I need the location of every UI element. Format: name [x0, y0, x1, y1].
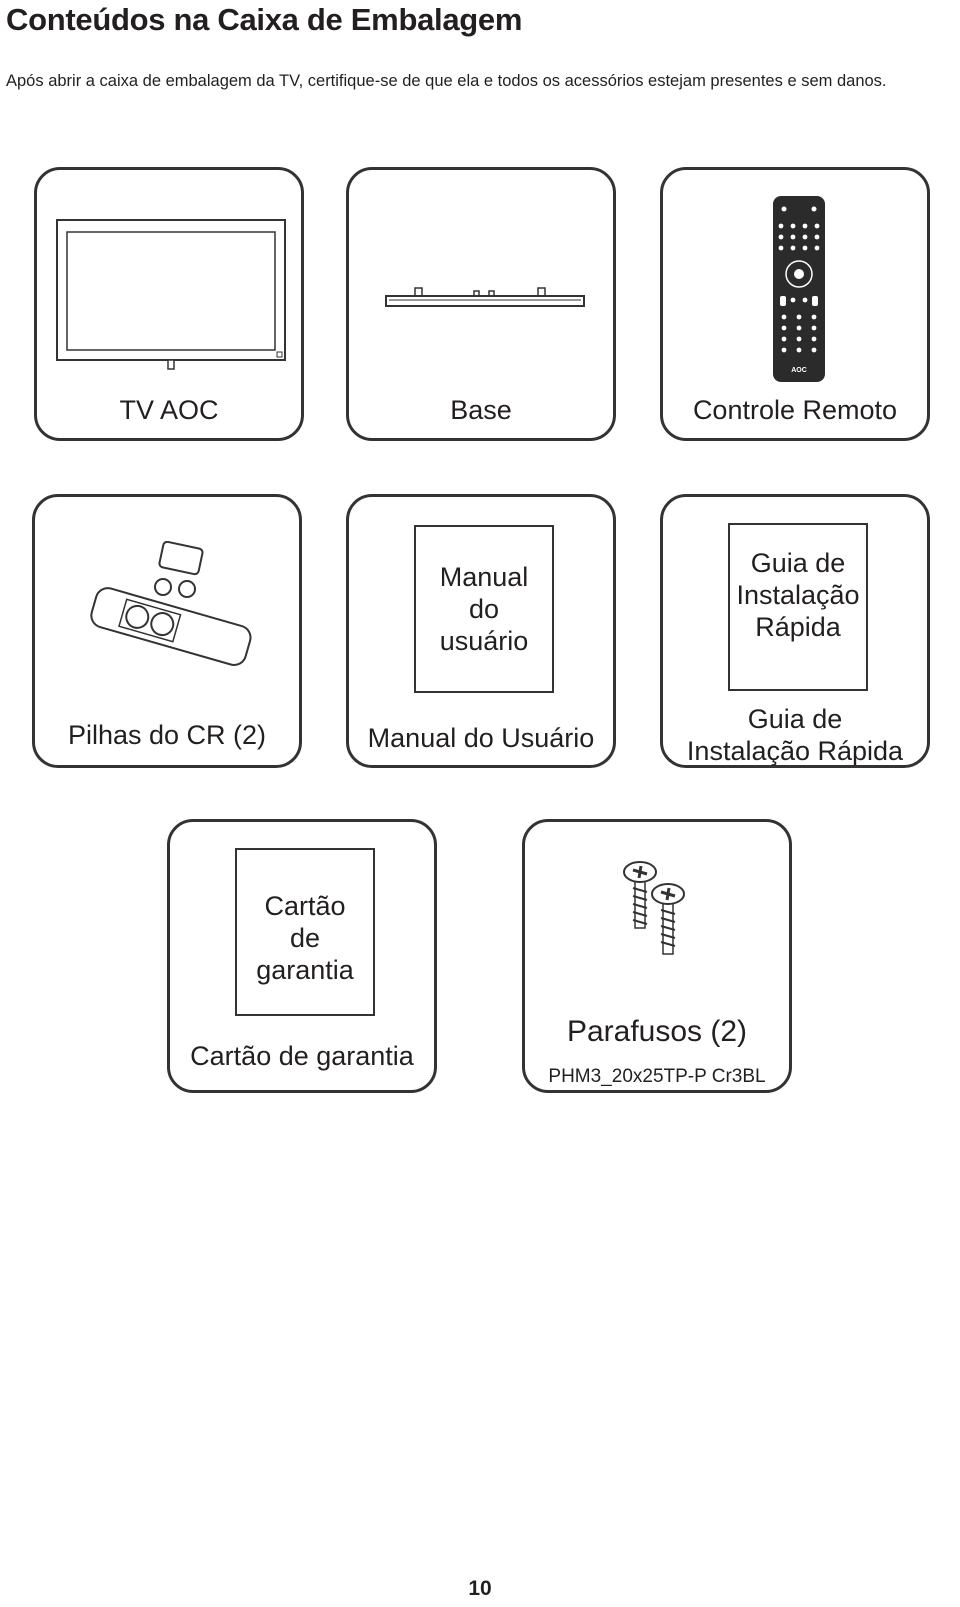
- warranty-doc-line: Cartão: [264, 891, 346, 921]
- item-card-warranty: Cartão de garantia Cartão de garantia: [167, 819, 437, 1093]
- guide-doc-line: Guia de: [750, 548, 846, 578]
- guide-doc-line: Instalação: [736, 580, 860, 610]
- screws-caption: Parafusos (2): [566, 1015, 748, 1048]
- manual-doc-line: Manual: [439, 562, 529, 592]
- remote-caption: Controle Remoto: [692, 395, 898, 425]
- intro-text: Após abrir a caixa de embalagem da TV, c…: [6, 72, 887, 90]
- guide-booklet: Guia de Instalação Rápida: [728, 523, 868, 691]
- item-card-tv: TV AOC: [34, 167, 304, 441]
- page-number: 10: [468, 1577, 492, 1600]
- item-card-batteries: Pilhas do CR (2): [32, 494, 302, 768]
- screws-illustration: [623, 861, 685, 955]
- item-card-screws: Parafusos (2) PHM3_20x25TP-P Cr3BL: [522, 819, 792, 1093]
- guide-doc-line: Rápida: [755, 612, 841, 642]
- item-card-remote: AOC Controle Remoto: [660, 167, 930, 441]
- remote-logo: AOC: [791, 367, 807, 374]
- screws-spec: PHM3_20x25TP-P Cr3BL: [548, 1066, 766, 1087]
- manual-doc-line: do: [468, 594, 500, 624]
- batteries-illustration: [90, 541, 252, 666]
- warranty-doc-line: de: [289, 923, 321, 953]
- item-card-guide: Guia de Instalação Rápida Guia de Instal…: [660, 494, 930, 768]
- remote-control-illustration: AOC: [773, 196, 825, 382]
- manual-caption: Manual do Usuário: [367, 723, 595, 753]
- item-card-manual: Manual do usuário Manual do Usuário: [346, 494, 616, 768]
- warranty-card: Cartão de garantia: [235, 848, 375, 1016]
- warranty-caption: Cartão de garantia: [190, 1041, 414, 1071]
- batteries-caption: Pilhas do CR (2): [67, 720, 267, 750]
- tv-illustration: [56, 219, 286, 370]
- warranty-doc-line: garantia: [256, 955, 354, 985]
- tv-caption: TV AOC: [119, 395, 219, 425]
- stand-base-illustration: [385, 287, 585, 307]
- page-title: Conteúdos na Caixa de Embalagem: [6, 2, 523, 37]
- base-caption: Base: [450, 395, 512, 425]
- guide-caption-line: Instalação Rápida: [686, 736, 904, 766]
- item-card-base: Base: [346, 167, 616, 441]
- guide-caption-line: Guia de: [747, 704, 843, 734]
- manual-booklet: Manual do usuário: [414, 525, 554, 693]
- guide-caption: Guia de Instalação Rápida: [663, 703, 927, 767]
- manual-doc-line: usuário: [439, 626, 529, 656]
